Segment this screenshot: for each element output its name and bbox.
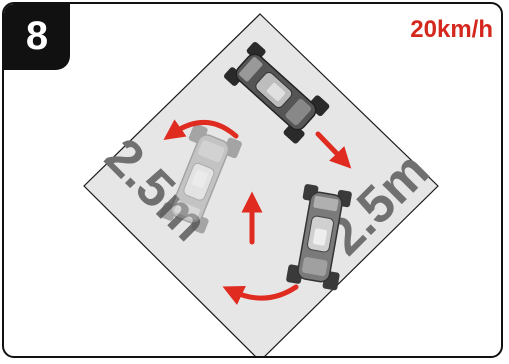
arrow-top-right bbox=[315, 131, 352, 169]
car-top bbox=[224, 41, 330, 144]
track-diagram: 2.5m 2.5m bbox=[83, 13, 440, 356]
arrow-top-left bbox=[163, 119, 239, 141]
step-number: 8 bbox=[25, 14, 49, 58]
track-diamond bbox=[83, 13, 439, 356]
car-right bbox=[286, 184, 352, 291]
car-left bbox=[159, 123, 242, 234]
card-frame: 2.5m 2.5m bbox=[2, 2, 503, 358]
arrow-bottom bbox=[222, 284, 299, 305]
step-badge: 8 bbox=[4, 4, 70, 70]
speed-label: 20km/h bbox=[410, 16, 493, 43]
